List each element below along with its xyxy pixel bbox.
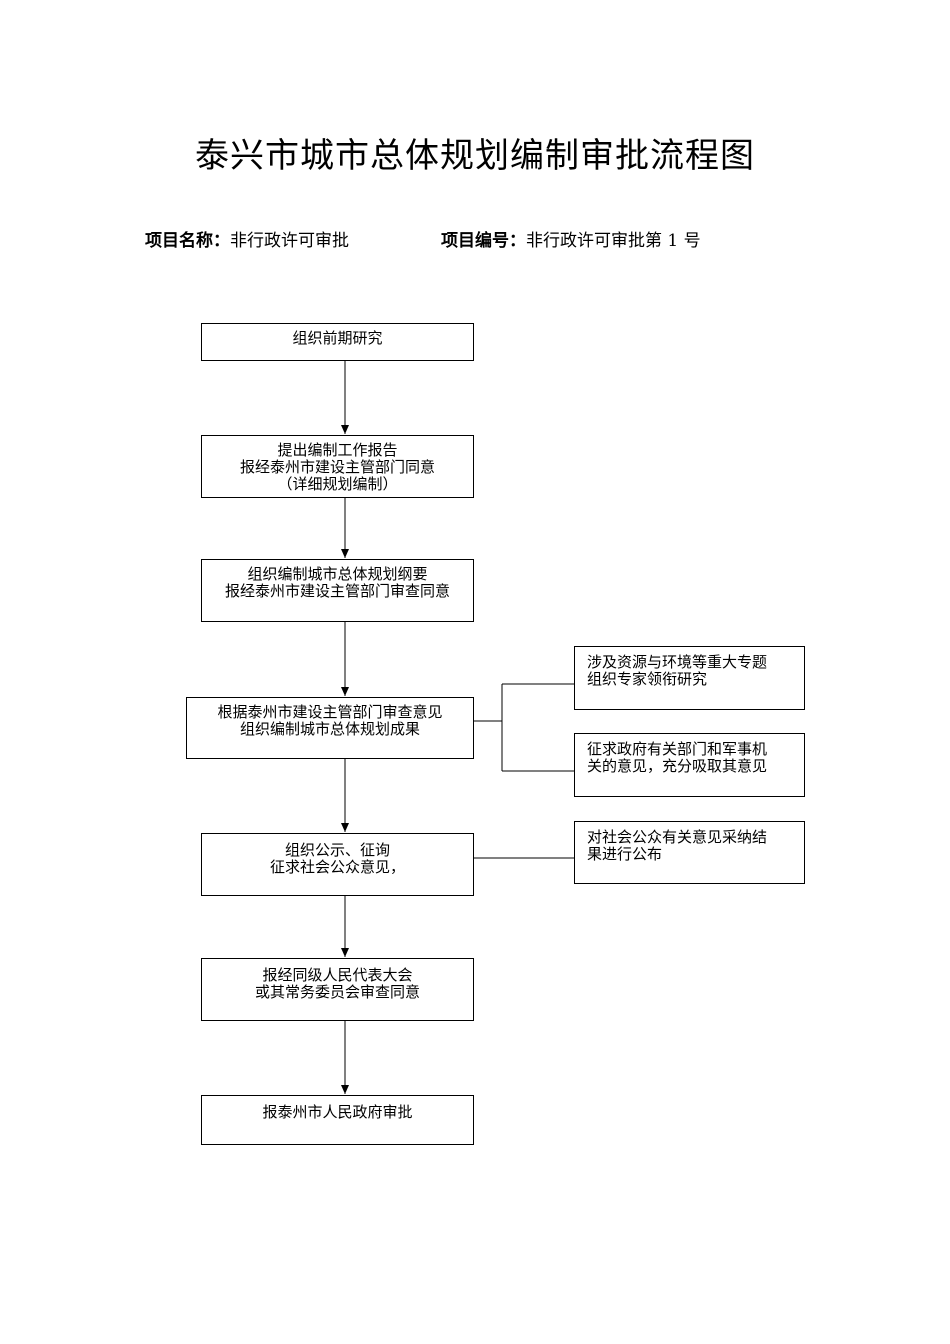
step-box-3: 组织编制城市总体规划纲要 报经泰州市建设主管部门审查同意 — [201, 559, 474, 622]
step-box-7: 报泰州市人民政府审批 — [201, 1095, 474, 1145]
project-name-label: 项目名称： — [145, 231, 230, 251]
step-5-line-2: 征求社会公众意见， — [269, 858, 405, 876]
step-6-line-2: 或其常务委员会审查同意 — [254, 983, 420, 1001]
project-number-value: 非行政许可审批第 1 号 — [526, 231, 701, 251]
side-note-box-2: 征求政府有关部门和军事机 关的意见，充分吸取其意见 — [574, 733, 805, 797]
step-box-4: 根据泰州市建设主管部门审查意见 组织编制城市总体规划成果 — [186, 697, 474, 759]
step-box-1: 组织前期研究 — [201, 323, 474, 361]
project-name: 项目名称：非行政许可审批 — [145, 226, 349, 251]
step-6-line-1: 报经同级人民代表大会 — [262, 966, 413, 984]
step-box-2: 提出编制工作报告 报经泰州市建设主管部门同意 （详细规划编制） — [201, 435, 474, 498]
side-note-2-line-1: 征求政府有关部门和军事机 — [587, 740, 768, 758]
step-3-line-1: 组织编制城市总体规划纲要 — [247, 565, 428, 583]
side-note-box-3: 对社会公众有关意见采纳结 果进行公布 — [574, 821, 805, 884]
page-title: 泰兴市城市总体规划编制审批流程图 — [195, 136, 755, 176]
project-number-label: 项目编号： — [441, 231, 526, 251]
step-4-line-2: 组织编制城市总体规划成果 — [239, 720, 420, 738]
step-2-line-3: （详细规划编制） — [277, 475, 398, 493]
side-note-3-line-2: 果进行公布 — [587, 845, 663, 863]
side-note-1-line-2: 组织专家领衔研究 — [587, 670, 708, 688]
step-box-6: 报经同级人民代表大会 或其常务委员会审查同意 — [201, 958, 474, 1021]
side-note-2-line-2: 关的意见，充分吸取其意见 — [587, 757, 768, 775]
step-box-5: 组织公示、征询 征求社会公众意见， — [201, 833, 474, 896]
step-3-line-2: 报经泰州市建设主管部门审查同意 — [224, 582, 450, 600]
side-note-3-line-1: 对社会公众有关意见采纳结 — [587, 828, 768, 846]
step-4-line-1: 根据泰州市建设主管部门审查意见 — [217, 703, 443, 721]
step-7-line-1: 报泰州市人民政府审批 — [262, 1103, 413, 1121]
project-number: 项目编号：非行政许可审批第 1 号 — [441, 226, 701, 251]
project-name-value: 非行政许可审批 — [230, 231, 349, 251]
step-2-line-1: 提出编制工作报告 — [277, 441, 398, 459]
step-5-line-1: 组织公示、征询 — [284, 841, 390, 859]
side-note-1-line-1: 涉及资源与环境等重大专题 — [587, 653, 768, 671]
step-2-line-2: 报经泰州市建设主管部门同意 — [239, 458, 435, 476]
step-1-line-1: 组织前期研究 — [292, 329, 383, 347]
side-note-box-1: 涉及资源与环境等重大专题 组织专家领衔研究 — [574, 646, 805, 710]
